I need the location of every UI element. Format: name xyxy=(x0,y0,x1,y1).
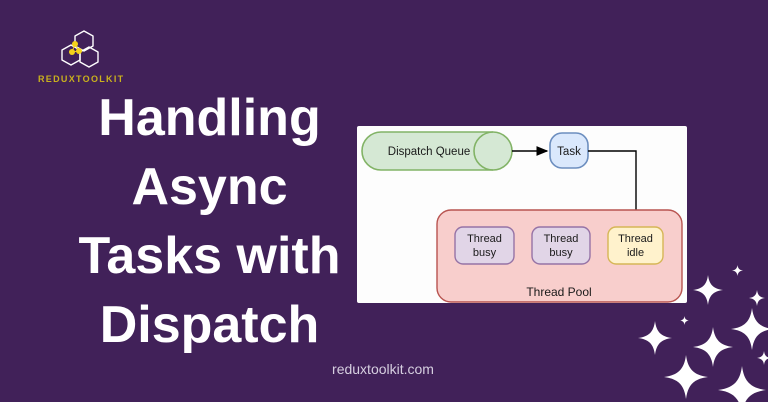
sparkle-icon xyxy=(732,265,743,276)
thread-pool-label: Thread Pool xyxy=(526,285,591,299)
sparkle-icon xyxy=(693,327,733,367)
thread-busy-2-label-line1: Thread xyxy=(544,233,579,245)
thread-idle-node: Thread idle xyxy=(607,226,664,265)
brand-name: REDUXTOOLKIT xyxy=(38,74,125,84)
dispatch-queue-node: Dispatch Queue xyxy=(361,131,513,171)
thread-busy-1-label-line1: Thread xyxy=(467,233,502,245)
sparkle-icon xyxy=(757,351,768,365)
task-label: Task xyxy=(557,146,581,158)
thread-busy-2-label-line2: busy xyxy=(549,247,573,259)
sparkle-icon xyxy=(749,290,765,306)
thread-busy-1-node: Thread busy xyxy=(454,226,515,265)
sparkle-icon xyxy=(638,321,672,355)
diagram-panel: Dispatch Queue Task Thread Pool Thread b… xyxy=(357,126,687,303)
sparkle-icon xyxy=(693,275,723,305)
sparkle-icon xyxy=(664,355,708,399)
dispatch-queue-label: Dispatch Queue xyxy=(388,146,470,158)
title-line-3: Tasks with xyxy=(78,227,341,285)
task-to-thread-arrow xyxy=(588,150,641,224)
sparkle-icon xyxy=(731,308,768,350)
async-dispatch-flow-diagram: Dispatch Queue Task Thread Pool Thread b… xyxy=(361,131,683,303)
page-title: Handling Async Tasks with Dispatch xyxy=(37,84,382,360)
thread-busy-2-node: Thread busy xyxy=(531,226,591,265)
task-node: Task xyxy=(549,132,589,169)
sparkles-decoration xyxy=(638,265,768,402)
sparkle-icon xyxy=(718,366,766,402)
title-line-4: Dispatch xyxy=(99,296,320,354)
thread-idle-label-line2: idle xyxy=(627,247,644,259)
redux-toolkit-hexagons-icon xyxy=(61,30,99,68)
sparkle-icon xyxy=(680,316,689,325)
brand-logo: REDUXTOOLKIT xyxy=(38,30,125,84)
thread-idle-label-line1: Thread xyxy=(618,233,653,245)
title-line-2: Async xyxy=(131,158,288,216)
thread-busy-1-label-line2: busy xyxy=(473,247,497,259)
title-line-1: Handling xyxy=(98,89,321,147)
website-url: reduxtoolkit.com xyxy=(332,361,434,377)
